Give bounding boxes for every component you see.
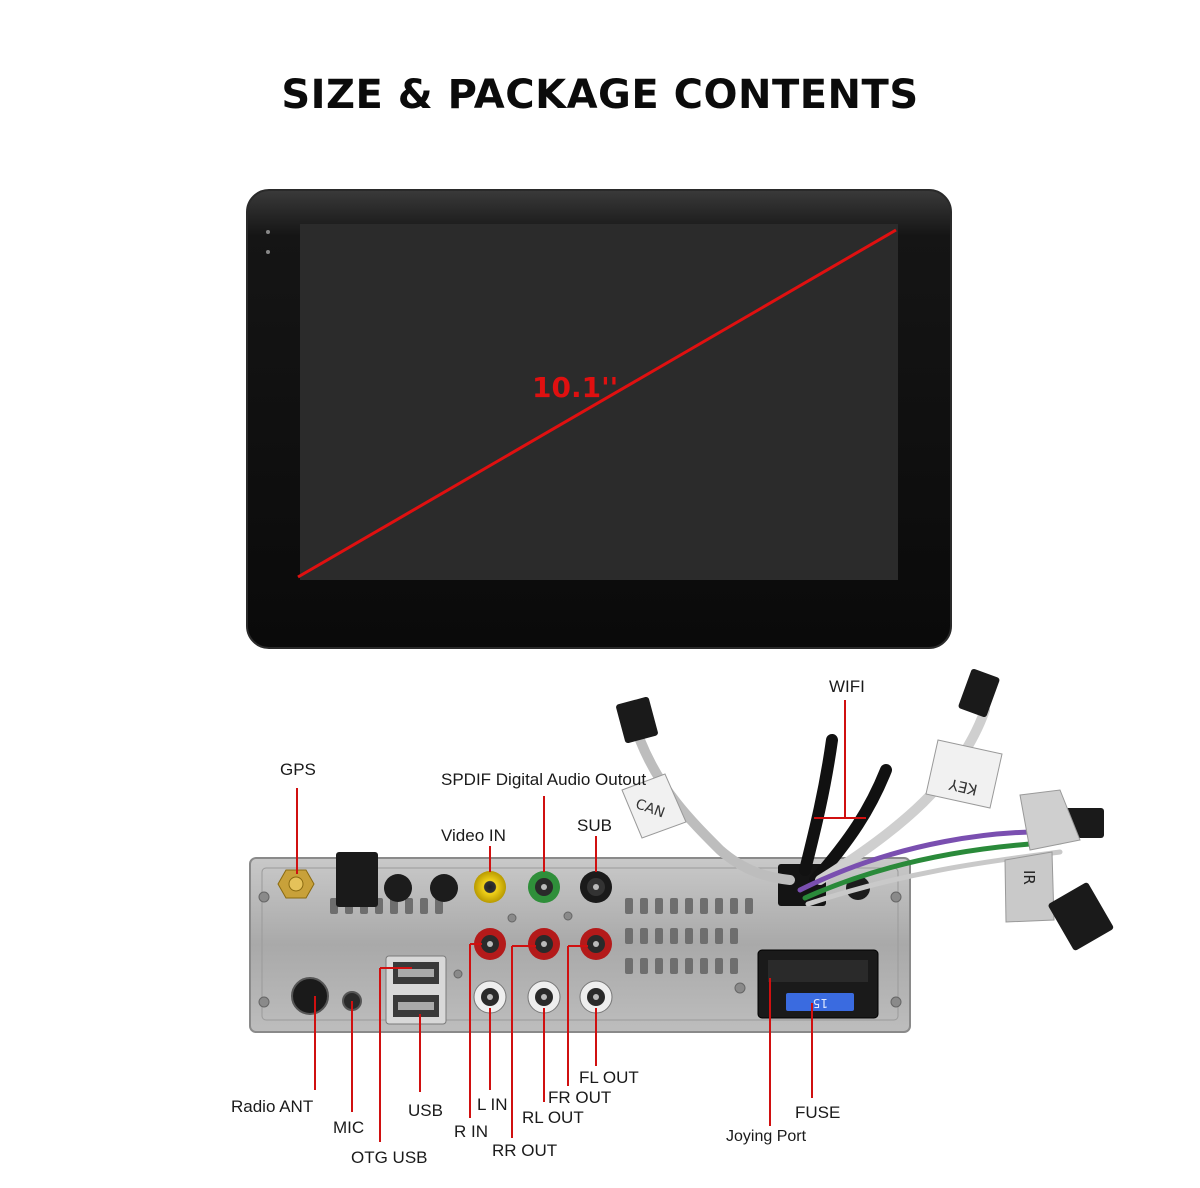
label-fl-out: FL OUT [579,1068,639,1087]
label-usb: USB [408,1101,443,1120]
page-title: SIZE & PACKAGE CONTENTS [281,72,919,118]
fuse-value: 15 [813,996,828,1010]
rca-rl-out [527,980,561,1014]
label-rr-out: RR OUT [492,1141,558,1160]
module-block [336,852,378,907]
rca-sub [580,871,612,903]
ir-tag-label: IR [1020,870,1038,885]
port-hole [384,874,412,902]
port-hole [430,874,458,902]
ir-plug-2 [1048,882,1114,951]
key-tag [925,739,1003,809]
rca-rr-out [528,928,560,960]
screws [258,891,902,1008]
label-fuse: FUSE [795,1103,841,1122]
screen-size-label: 10.1'' [532,371,618,404]
gps-connector [277,869,315,899]
label-fr-out: FR OUT [548,1088,612,1107]
label-l-in: L IN [477,1095,508,1114]
label-r-in: R IN [454,1122,488,1141]
rca-l-in [473,980,507,1014]
label-wifi: WIFI [829,677,865,696]
radio-ant-jack [291,977,329,1015]
ir-tag [1004,851,1055,923]
can-plug [616,696,658,744]
rca-fl-out [579,980,613,1014]
fuse [786,993,854,1011]
head-unit-display: 10.1'' [246,189,952,649]
diagonal-line [297,228,897,579]
rca-fr-out [580,928,612,960]
key-plug [958,668,1000,718]
label-gps: GPS [280,760,316,779]
label-video-in: Video IN [441,826,506,845]
joying-port: 15 [757,949,879,1019]
rca-r-in [474,928,506,960]
cables: CAN KEY IR [616,668,1114,951]
label-sub: SUB [577,816,612,835]
pointer-lines [296,700,866,1142]
label-rl-out: RL OUT [522,1108,584,1127]
indicator-dot [266,230,270,234]
indicator-dot [266,250,270,254]
label-otg-usb: OTG USB [351,1148,428,1167]
rca-spdif [528,871,560,903]
label-mic: MIC [333,1118,365,1137]
label-radio-ant: Radio ANT [231,1097,314,1116]
vent-slots [330,898,753,974]
rca-video-in [474,871,506,903]
can-tag [621,773,687,839]
label-joying-port: Joying Port [726,1128,807,1145]
label-spdif: SPDIF Digital Audio Outout [441,770,647,789]
